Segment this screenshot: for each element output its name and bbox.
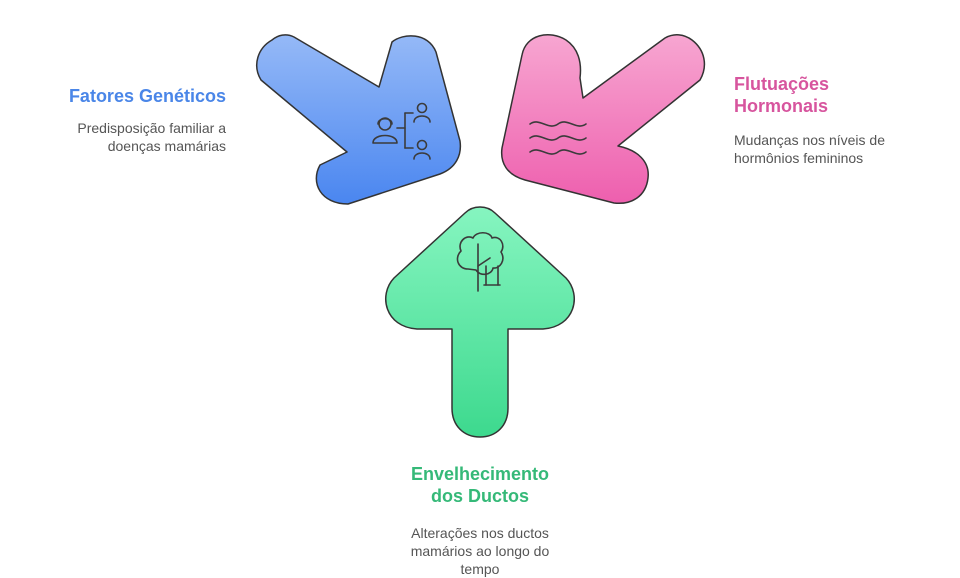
hormonal-arrow: [500, 34, 706, 204]
genetic-factors-title: Fatores Genéticos: [68, 86, 226, 106]
waves-icon: [529, 121, 587, 155]
aging-title-line-2: dos Ductos: [430, 486, 529, 506]
aging-desc-line-2: mamários ao longo do: [410, 543, 550, 559]
hormonal-desc-line-1: Mudanças nos níveis de: [734, 132, 885, 148]
genetic-arrow: [256, 34, 462, 205]
hormonal-title-line-2: Hormonais: [734, 96, 829, 116]
genetic-desc-line-2: doenças mamárias: [107, 138, 226, 154]
hormonal-fluctuations-title: Flutuações Hormonais: [734, 73, 934, 117]
tree-icon: [456, 231, 504, 292]
hormonal-desc-line-2: hormônios femininos: [734, 150, 864, 166]
hormonal-title-line-1: Flutuações: [734, 74, 830, 94]
aging-desc-line-1: Alterações nos ductos: [411, 525, 549, 541]
hormonal-fluctuations-description: Mudanças nos níveis de hormônios feminin…: [734, 131, 934, 167]
family-tree-icon: [372, 102, 431, 160]
genetic-factors-description: Predisposição familiar a doenças mamária…: [30, 119, 226, 155]
aging-desc-line-3: tempo: [460, 561, 500, 577]
aging-arrow: [385, 206, 575, 438]
duct-aging-title: Envelhecimento dos Ductos: [380, 463, 580, 507]
duct-aging-description: Alterações nos ductos mamários ao longo …: [380, 524, 580, 578]
aging-title-line-1: Envelhecimento: [410, 464, 550, 484]
genetic-desc-line-1: Predisposição familiar a: [77, 120, 226, 136]
